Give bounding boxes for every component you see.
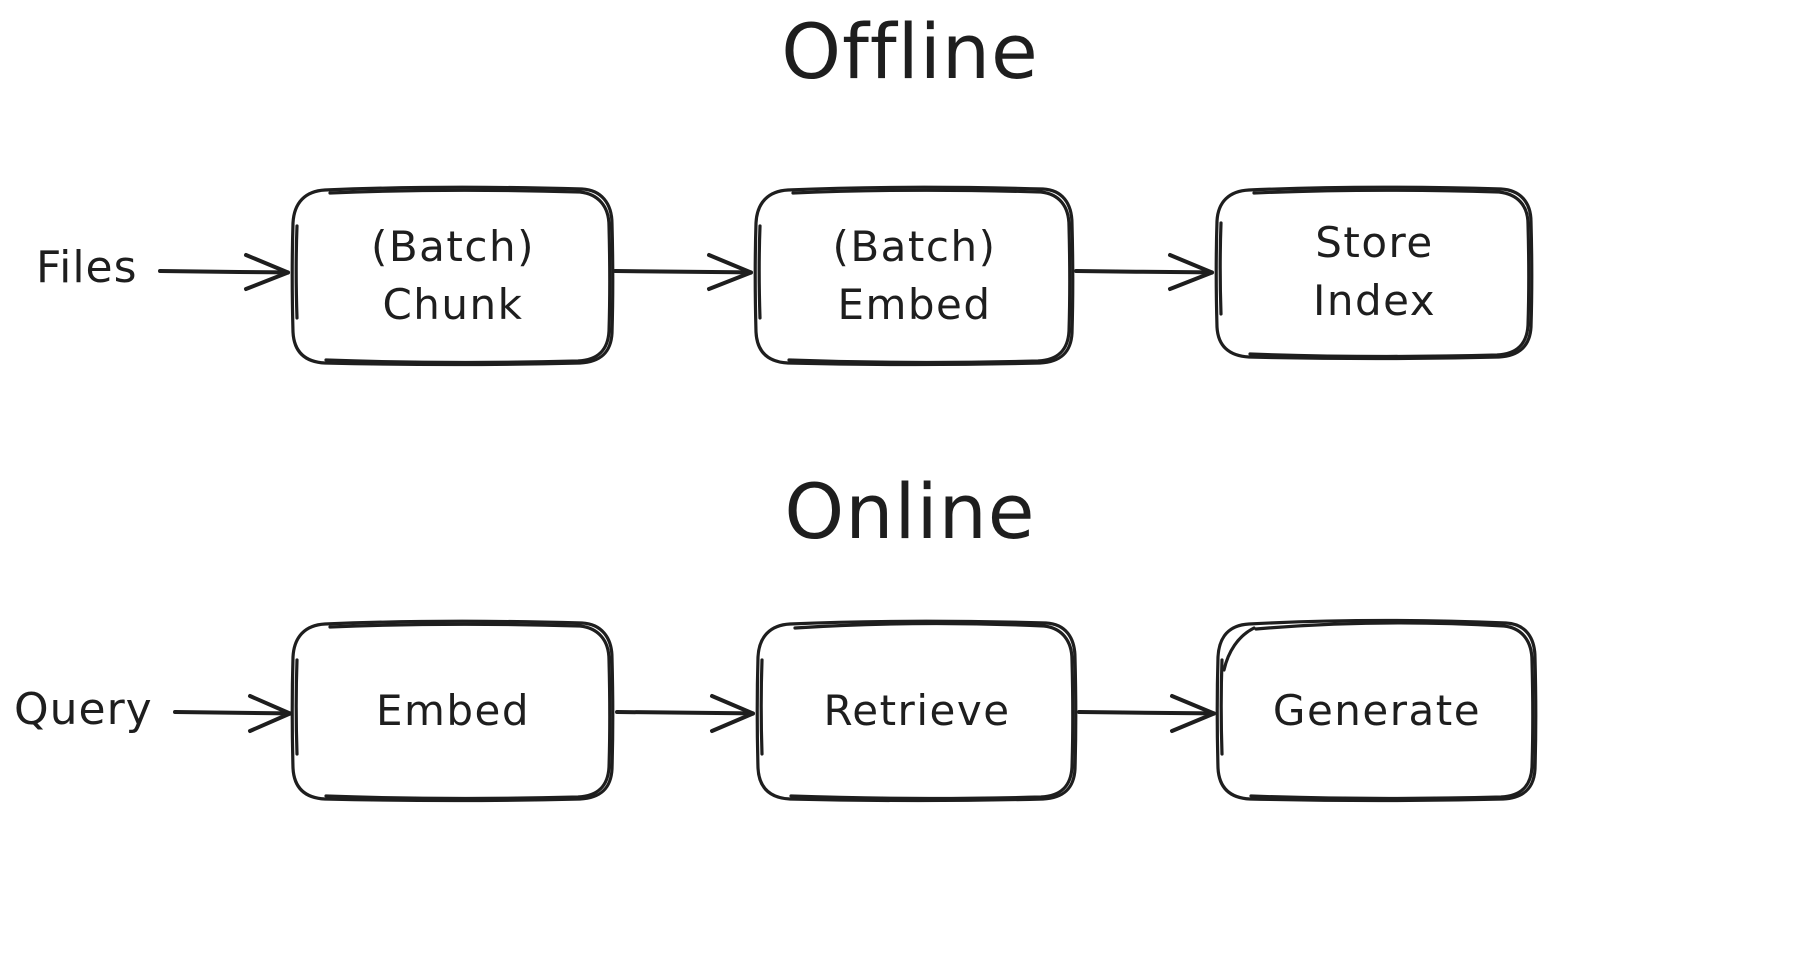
node-store-index[interactable] — [1216, 188, 1533, 359]
node-box-batch-chunk[interactable] — [290, 185, 615, 367]
node-box-retrieve[interactable] — [755, 619, 1078, 803]
arrow-chunk-to-embed — [613, 253, 753, 291]
node-batch-embed[interactable] — [755, 188, 1074, 365]
edge-label-files: Files — [36, 242, 138, 293]
node-box-generate[interactable] — [1215, 618, 1538, 803]
arrow-query-to-embed — [173, 694, 292, 733]
node-box-store-index[interactable] — [1214, 185, 1534, 361]
section-title-offline: Offline — [781, 7, 1039, 96]
arrow-embed-to-retrieve — [615, 694, 755, 733]
node-box-embed[interactable] — [290, 619, 615, 803]
node-batch-chunk[interactable] — [292, 188, 614, 365]
arrow-retrieve-to-generate — [1077, 694, 1216, 733]
arrow-embed-to-store — [1074, 253, 1214, 291]
node-box-batch-embed[interactable] — [753, 185, 1075, 367]
node-embed[interactable] — [292, 622, 614, 801]
section-title-online: Online — [784, 467, 1036, 556]
arrow-files-to-chunk — [158, 253, 290, 291]
node-generate[interactable] — [1216, 622, 1537, 801]
node-retrieve[interactable] — [757, 622, 1077, 801]
edge-label-query: Query — [14, 684, 153, 735]
